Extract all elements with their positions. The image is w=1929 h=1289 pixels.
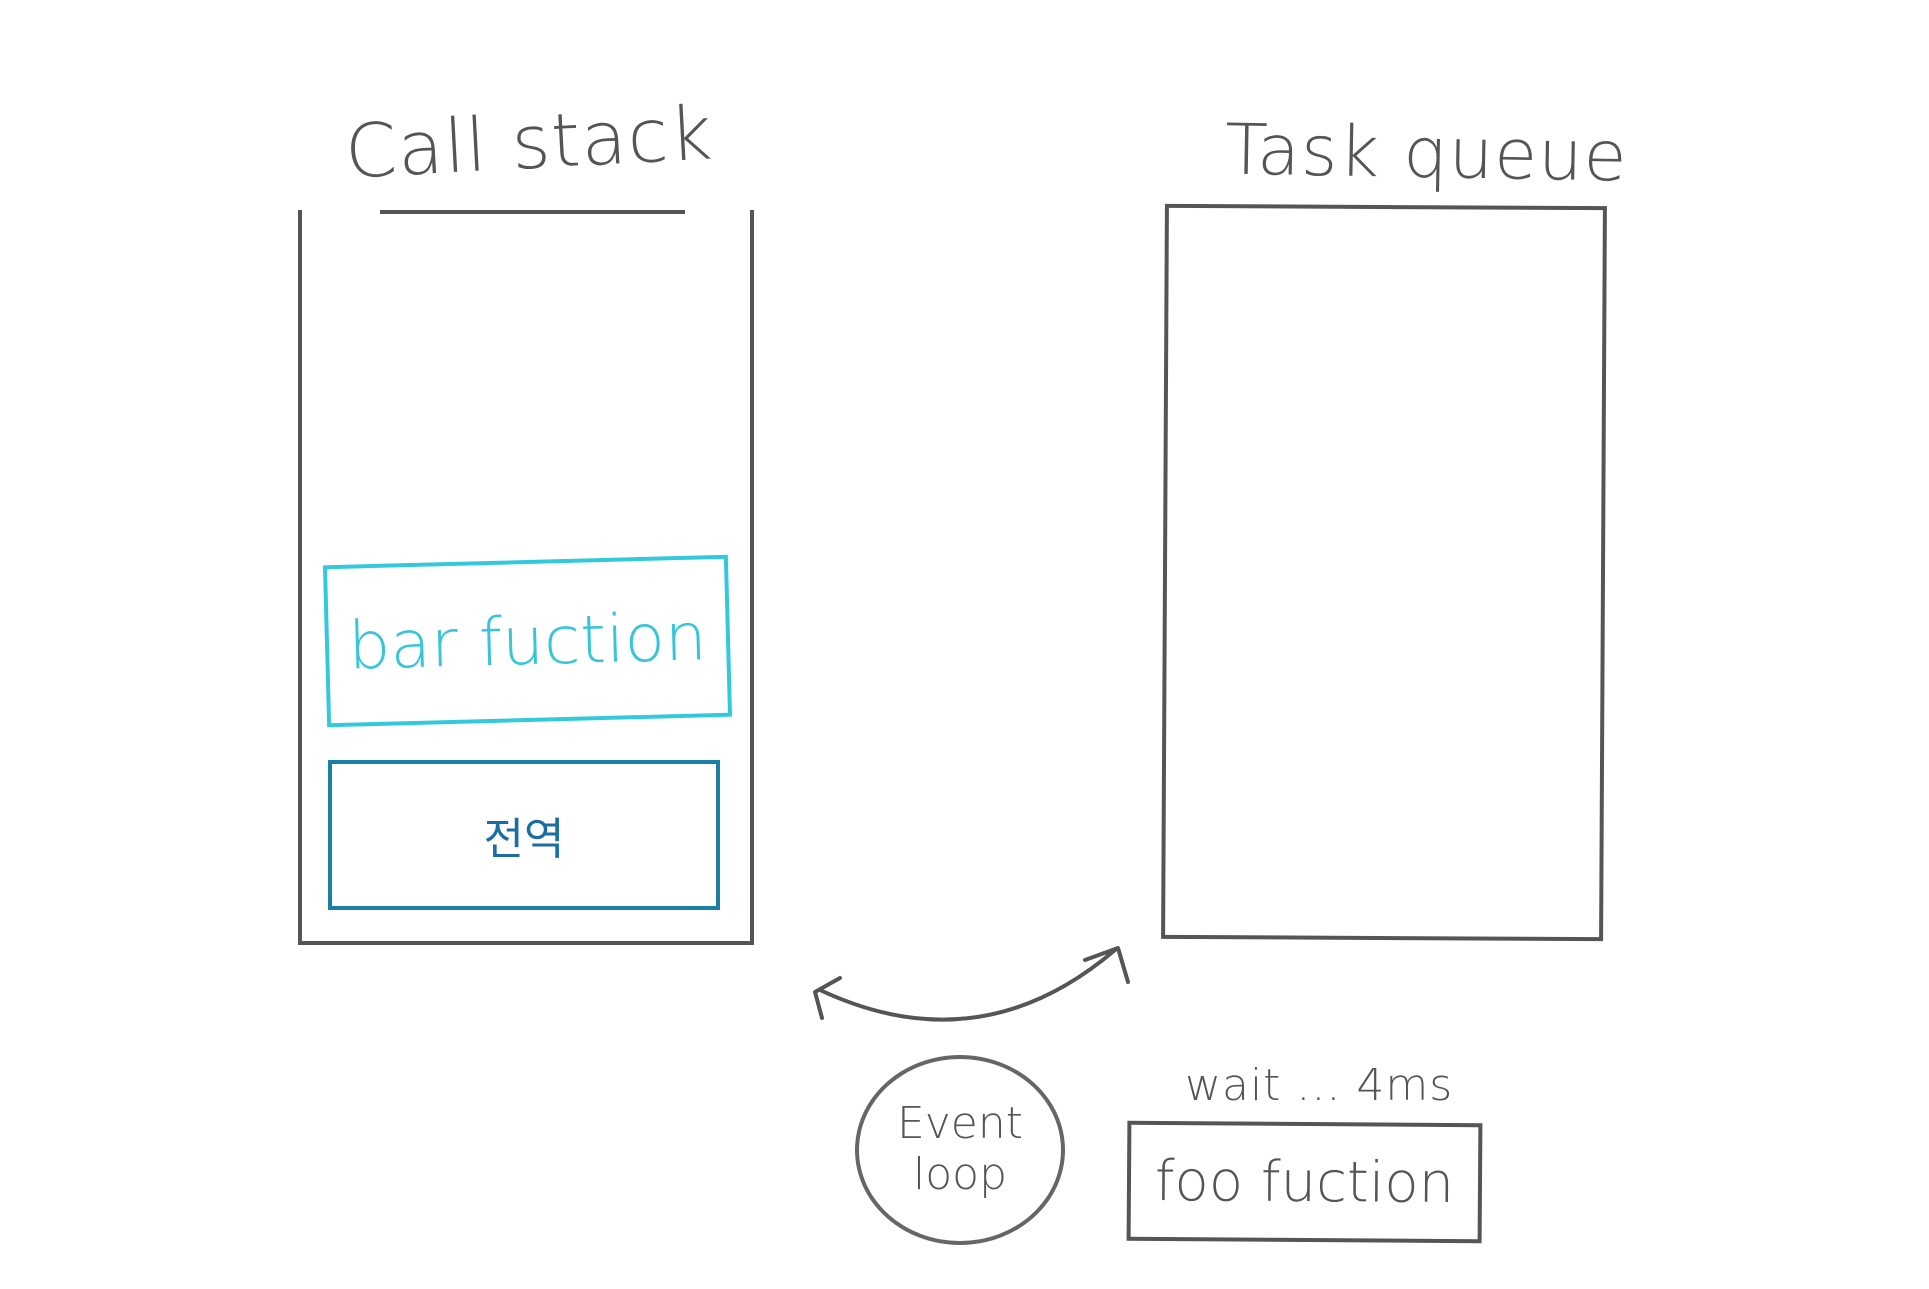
stack-frame-global: 전역 xyxy=(328,760,720,910)
foo-function-task: foo fuction xyxy=(1126,1120,1483,1244)
event-loop-label-line2: loop xyxy=(913,1149,1007,1200)
event-loop-arrow-curve xyxy=(818,948,1117,1022)
wait-label: wait ... 4ms xyxy=(1185,1060,1454,1111)
event-loop-circle: Event loop xyxy=(855,1055,1065,1245)
call-stack-top-line xyxy=(380,210,685,214)
call-stack-container xyxy=(298,210,754,945)
event-loop-label-line1: Event xyxy=(896,1098,1024,1150)
arrowhead-right xyxy=(1083,946,1130,984)
arrowhead-left xyxy=(813,976,842,1020)
